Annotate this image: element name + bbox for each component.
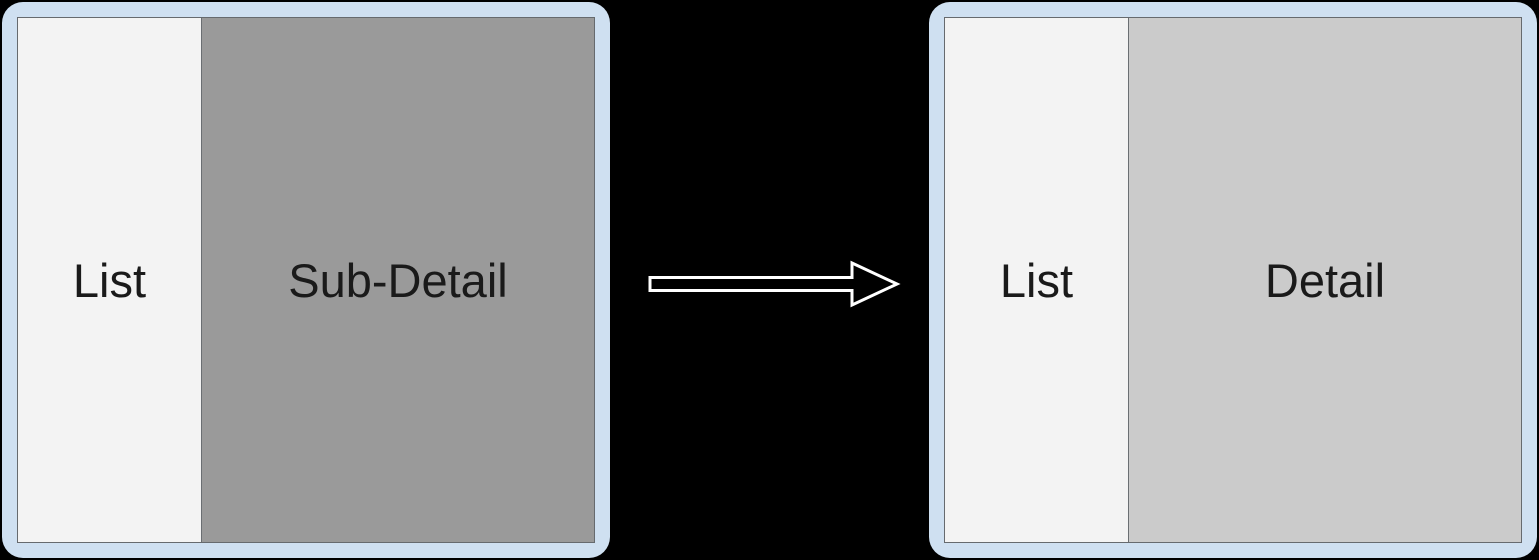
frame-after-pane-list-label: List xyxy=(999,253,1074,307)
frame-after-inner: List Detail xyxy=(944,17,1522,543)
frame-before-inner: List Sub-Detail xyxy=(17,17,595,543)
frame-before-pane-list[interactable]: List xyxy=(18,18,201,542)
frame-before: List Sub-Detail xyxy=(2,2,610,558)
frame-before-pane-list-label: List xyxy=(72,253,147,307)
frame-after: List Detail xyxy=(929,2,1537,558)
frame-after-pane-detail-label: Detail xyxy=(1264,253,1386,307)
frame-before-pane-sub-detail[interactable]: Sub-Detail xyxy=(201,18,594,542)
transition-arrow xyxy=(645,258,903,310)
frame-after-pane-list[interactable]: List xyxy=(945,18,1128,542)
frame-after-pane-detail[interactable]: Detail xyxy=(1128,18,1521,542)
arrow-right-shape xyxy=(648,260,901,308)
arrow-right-icon xyxy=(648,260,901,308)
frame-before-pane-sub-detail-label: Sub-Detail xyxy=(288,253,508,307)
